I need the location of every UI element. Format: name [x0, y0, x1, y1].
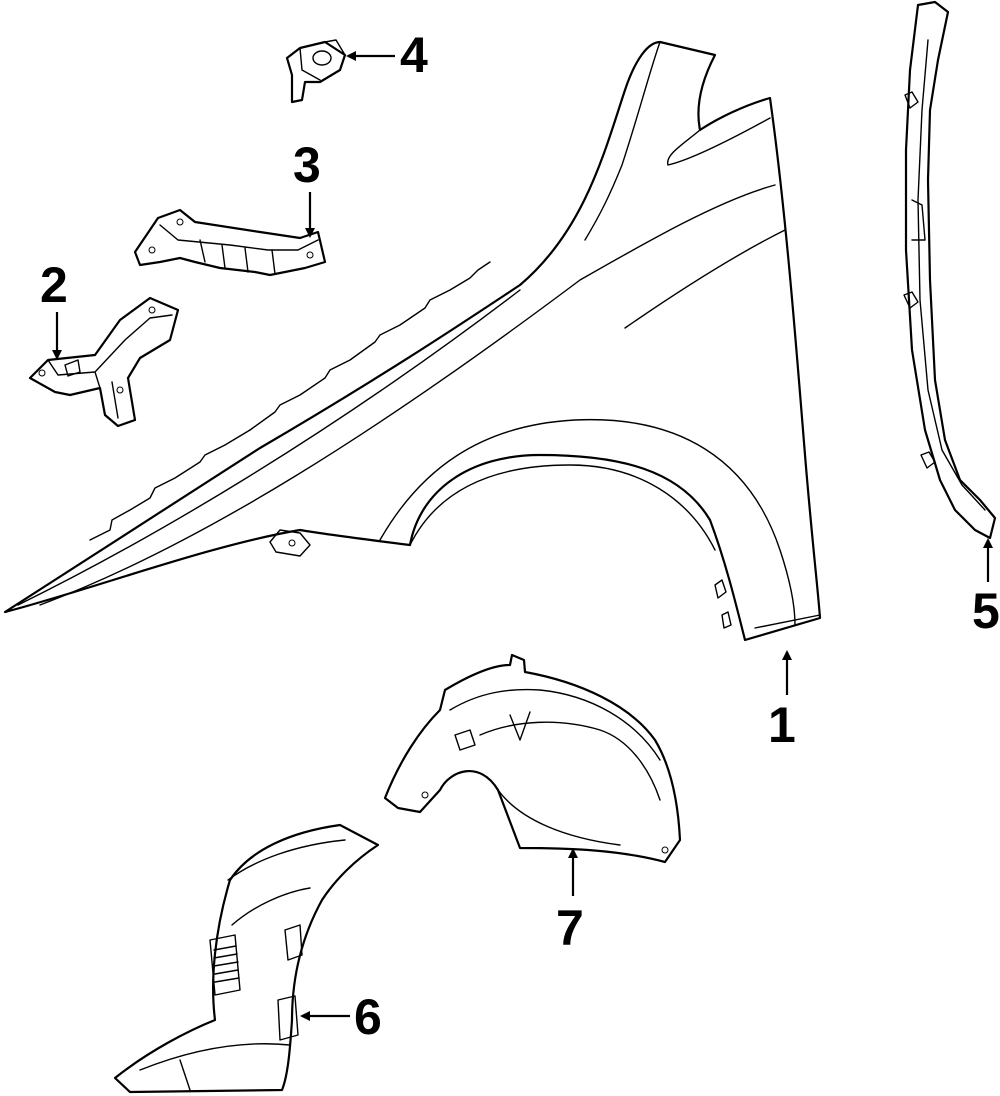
callout-7-label: 7: [556, 900, 584, 956]
callout-4-label: 4: [400, 27, 428, 83]
callout-1: 1: [768, 650, 796, 753]
callout-3: 3: [293, 137, 321, 238]
callout-1-label: 1: [768, 697, 796, 753]
callout-2-label: 2: [40, 257, 68, 313]
callout-2: 2: [40, 257, 68, 360]
callout-5: 5: [972, 538, 1000, 639]
fender-mounting-clip-part[interactable]: [285, 39, 347, 104]
callout-5-label: 5: [972, 583, 1000, 639]
fender-part[interactable]: [3, 40, 822, 642]
fender-support-bracket-part[interactable]: [133, 208, 327, 277]
front-fender-bracket-part[interactable]: [28, 296, 180, 428]
rear-wheel-liner-part[interactable]: [383, 653, 682, 864]
callout-6-label: 6: [354, 989, 382, 1045]
callout-3-label: 3: [293, 137, 321, 193]
front-wheel-liner-part[interactable]: [113, 823, 380, 1094]
callout-6: 6: [300, 989, 382, 1045]
callout-7: 7: [556, 848, 584, 956]
callout-4: 4: [346, 27, 428, 83]
fender-side-trim-part[interactable]: [903, 0, 997, 540]
